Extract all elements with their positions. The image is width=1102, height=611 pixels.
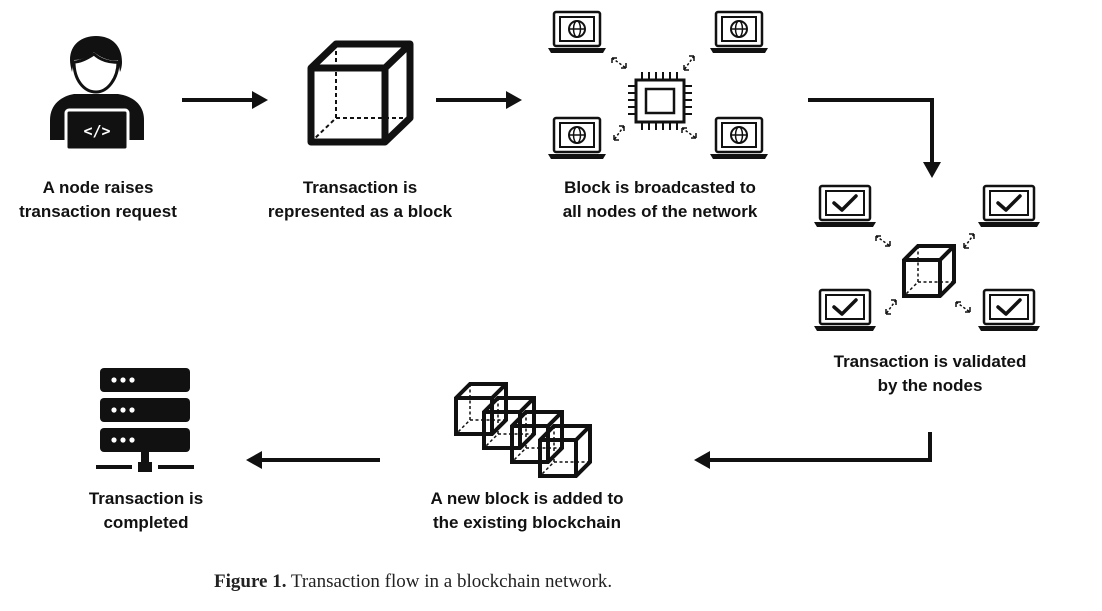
figure-caption-text: Transaction flow in a blockchain network… (286, 571, 613, 592)
flow-arrow-1 (182, 91, 268, 109)
flow-arrow-4 (694, 432, 932, 469)
figure-caption-label: Figure 1. (214, 571, 287, 592)
flow-arrow-2 (436, 91, 522, 109)
flow-arrow-3 (808, 98, 941, 178)
validation-icon (812, 184, 1042, 333)
cube-icon (307, 40, 414, 146)
figure-caption: Figure 1. Transaction flow in a blockcha… (214, 571, 612, 593)
user-coder-icon: </> (50, 36, 144, 152)
svg-text:</>: </> (83, 122, 110, 140)
flow-arrow-5 (246, 451, 380, 469)
network-broadcast-icon (546, 10, 770, 161)
server-icon (96, 368, 194, 472)
blockchain-icon (454, 382, 592, 478)
